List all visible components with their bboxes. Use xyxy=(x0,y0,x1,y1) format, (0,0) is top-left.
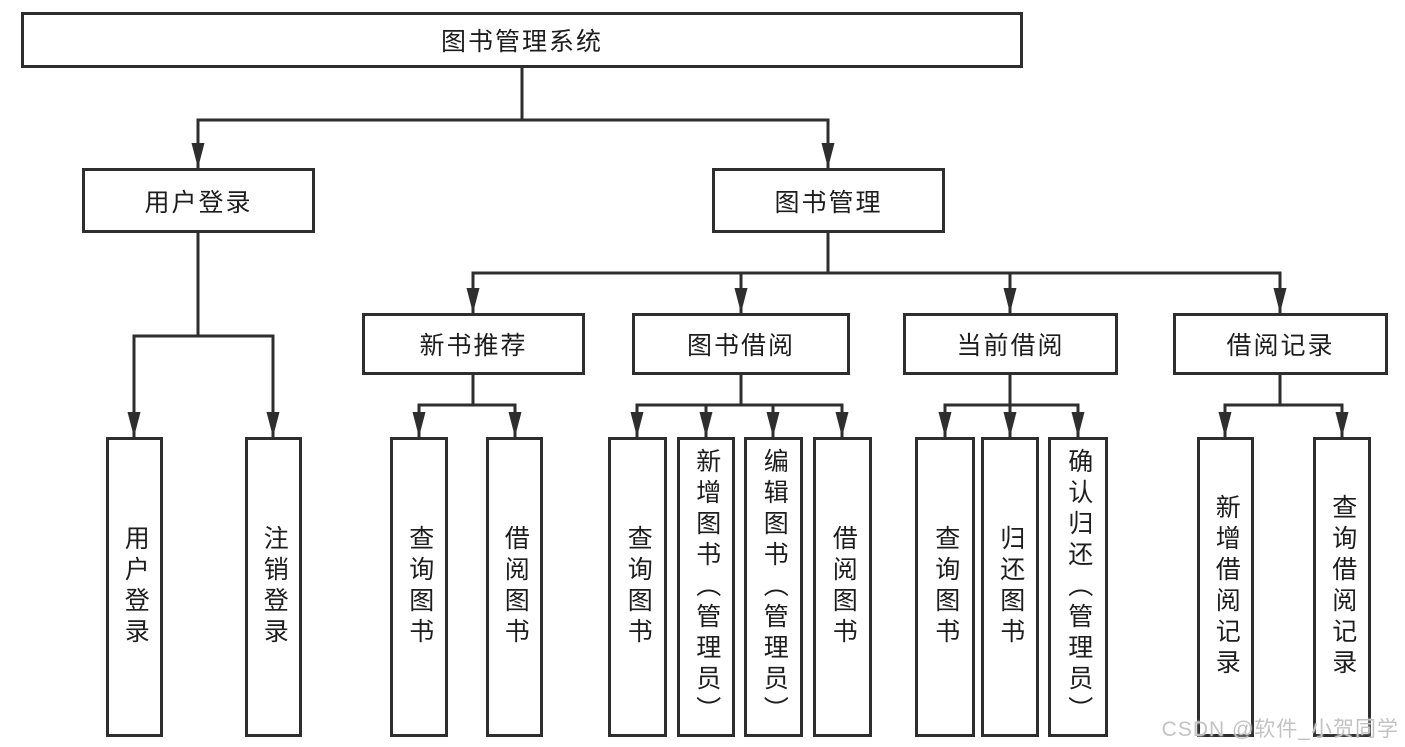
node-label: 借阅记录 xyxy=(1226,332,1335,360)
node-label: 借阅图书 xyxy=(501,525,530,649)
node-label: 查询图书 xyxy=(931,525,960,649)
node-label: 用户登录 xyxy=(121,525,150,649)
node-leaf-query-books-1: 查询图书 xyxy=(390,437,448,737)
node-leaf-borrow-books-1: 借阅图书 xyxy=(486,437,543,737)
node-label: 图书管理系统 xyxy=(440,28,603,56)
connector-newrec-to-leaves xyxy=(412,375,522,437)
node-label: 注销登录 xyxy=(260,525,289,649)
node-label: 查询借阅记录 xyxy=(1328,494,1357,680)
node-label: 新增借阅记录 xyxy=(1212,494,1241,680)
node-leaf-add-books-admin: 新增图书（管理员） xyxy=(677,437,735,737)
node-label: 新增图书（管理员） xyxy=(692,447,721,727)
node-current-borrowing: 当前借阅 xyxy=(903,313,1118,375)
csdn-watermark: CSDN @软件_小贺同学 xyxy=(1161,718,1399,741)
connector-borrowing-to-leaves xyxy=(630,375,849,437)
connector-root-to-level2 xyxy=(191,68,835,168)
node-label: 查询图书 xyxy=(624,525,653,649)
node-label: 查询图书 xyxy=(405,525,434,649)
node-new-book-recommend: 新书推荐 xyxy=(362,313,585,375)
node-borrowing-records: 借阅记录 xyxy=(1173,313,1388,375)
node-label: 当前借阅 xyxy=(956,332,1065,360)
node-leaf-user-login: 用户登录 xyxy=(106,437,163,737)
node-label: 新书推荐 xyxy=(419,332,528,360)
node-leaf-logout: 注销登录 xyxy=(245,437,302,737)
node-label: 确认归还（管理员） xyxy=(1064,447,1093,727)
node-user-login: 用户登录 xyxy=(82,168,315,233)
connector-records-to-leaves xyxy=(1218,375,1349,437)
node-leaf-query-books-3: 查询图书 xyxy=(915,437,975,737)
connector-current-to-leaves xyxy=(938,375,1085,437)
node-library-system: 图书管理系统 xyxy=(21,12,1023,68)
node-leaf-edit-books-admin: 编辑图书（管理员） xyxy=(744,437,803,737)
node-leaf-query-borrow-record: 查询借阅记录 xyxy=(1313,437,1371,737)
node-book-management: 图书管理 xyxy=(712,168,945,233)
node-label: 借阅图书 xyxy=(829,525,858,649)
node-leaf-query-books-2: 查询图书 xyxy=(608,437,667,737)
node-label: 图书借阅 xyxy=(686,332,795,360)
node-label: 用户登录 xyxy=(144,188,253,217)
node-label: 编辑图书（管理员） xyxy=(760,447,789,727)
node-label: 归还图书 xyxy=(996,525,1025,649)
node-leaf-confirm-return-admin: 确认归还（管理员） xyxy=(1048,437,1108,737)
connector-bookmgmt-to-level3 xyxy=(466,233,1287,313)
node-book-borrowing: 图书借阅 xyxy=(632,313,850,375)
node-leaf-return-books: 归还图书 xyxy=(981,437,1039,737)
connector-userlogin-to-leaves xyxy=(127,233,280,437)
node-label: 图书管理 xyxy=(774,188,883,217)
node-leaf-borrow-books-2: 借阅图书 xyxy=(813,437,872,737)
node-leaf-add-borrow-record: 新增借阅记录 xyxy=(1197,437,1254,737)
